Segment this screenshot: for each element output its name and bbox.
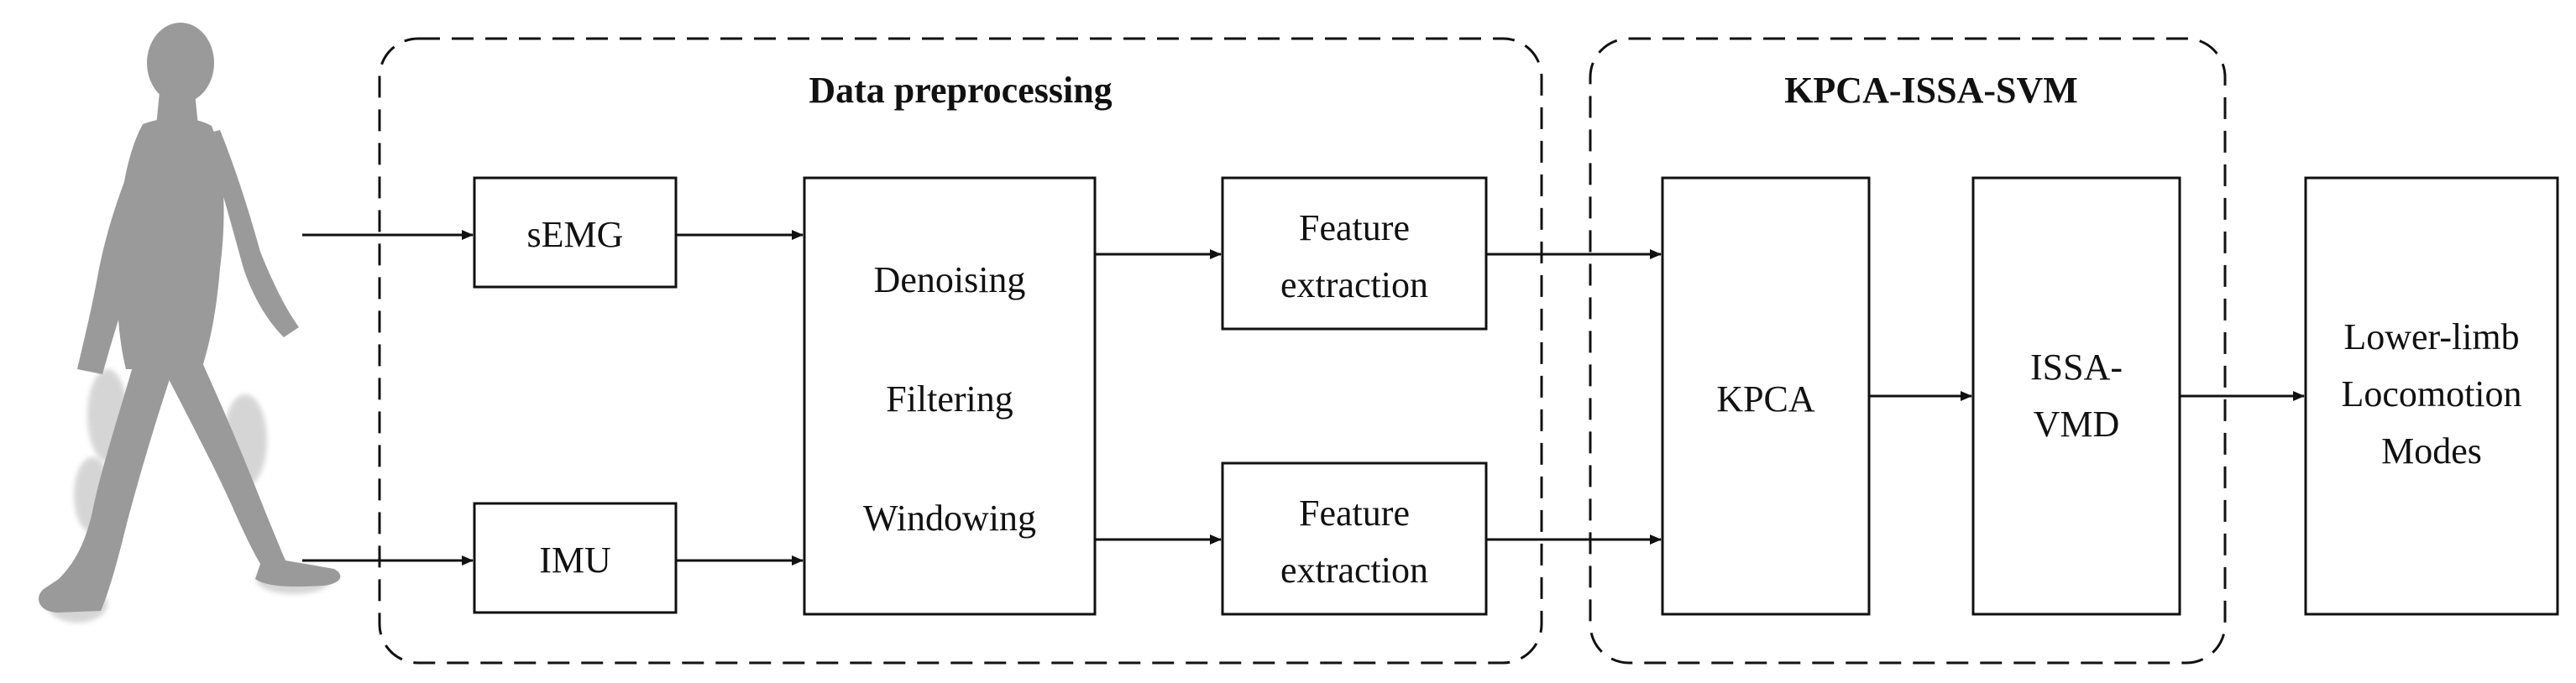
feature-extraction-top-line2: extraction [1280,264,1428,305]
filtering-label: Filtering [886,378,1013,420]
issa-vmd-box [1971,176,2181,616]
output-line2: Locomotion [2341,373,2521,414]
preprocessing-box [803,176,1097,616]
kpca-issa-svm-title: KPCA-ISSA-SVM [1784,70,2078,111]
output-line1: Lower-limb [2343,316,2519,357]
feature-extraction-bottom-line2: extraction [1280,550,1428,591]
feature-extraction-bottom-box [1221,461,1488,616]
kpca-label: KPCA [1716,378,1815,420]
feature-extraction-top-box [1221,176,1488,331]
kpca-box [1661,176,1871,616]
windowing-label: Windowing [863,498,1036,539]
issa-vmd-line2: VMD [2034,404,2120,445]
kpca-issa-svm-group [1589,37,2227,665]
data-preprocessing-title: Data preprocessing [809,70,1112,111]
semg-box [473,176,678,289]
imu-box [473,502,678,614]
data-preprocessing-group [378,37,1543,665]
imu-label: IMU [539,540,611,581]
semg-label: sEMG [527,214,624,255]
feature-extraction-bottom-line1: Feature [1299,493,1410,534]
feature-extraction-top-line1: Feature [1299,207,1410,248]
denoising-label: Denoising [874,259,1026,300]
output-line3: Modes [2381,430,2482,472]
walking-person-silhouette-icon [39,23,341,623]
output-box [2304,176,2559,616]
issa-vmd-line1: ISSA- [2030,347,2123,388]
